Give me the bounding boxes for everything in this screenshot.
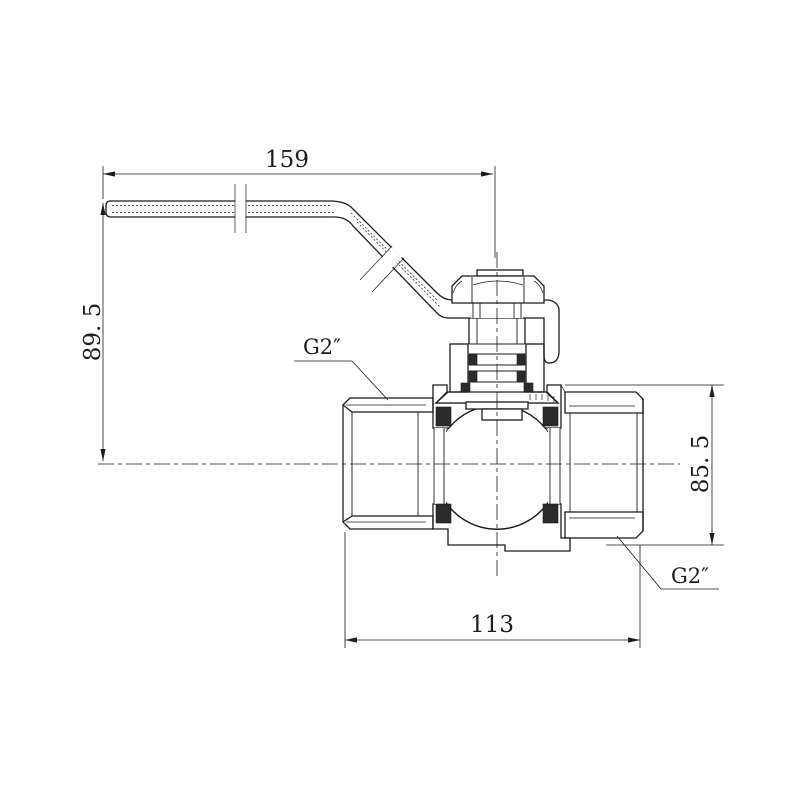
- nut-chamfer-arc-r: [533, 280, 544, 294]
- handle-outline: [105, 200, 560, 364]
- lever-handle: [105, 184, 560, 364]
- stem-seal-4: [516, 370, 526, 383]
- port-bottom-thread-label: G2″: [671, 564, 709, 588]
- left-seat-carrier: [434, 428, 446, 504]
- dim-handle-length-value: 159: [265, 147, 309, 173]
- right-port-top-wall: [564, 391, 644, 414]
- left-port-bottom-wall: [341, 515, 434, 530]
- handle-break-line-4: [371, 257, 405, 293]
- right-port-bottom-wall: [564, 511, 644, 539]
- nut-outline: [451, 275, 545, 304]
- gland-left: [449, 343, 469, 393]
- gland-right: [525, 343, 545, 393]
- seat-seal-top-left: [435, 406, 452, 427]
- handle-break-gap-2: [362, 247, 402, 289]
- handle-grip-line-diag-bottom: [356, 221, 441, 308]
- label-port-top: G2″: [294, 335, 389, 401]
- label-port-bottom: G2″: [616, 535, 719, 590]
- nut-chamfer-arc-l: [452, 280, 463, 294]
- bonnet-seal-left: [460, 382, 471, 393]
- hex-nut: [451, 269, 545, 304]
- dimension-body-length: 113: [344, 532, 641, 648]
- port-top-thread-label: G2″: [303, 335, 341, 359]
- seat-seal-bottom-right: [542, 503, 559, 524]
- bonnet-seal-right: [523, 382, 534, 393]
- dimension-body-height: 85. 5: [565, 384, 724, 546]
- dimension-handle-height: 89. 5: [80, 203, 106, 461]
- handle-break-gap: [235, 184, 246, 233]
- left-port-top-wall: [342, 397, 434, 413]
- nut-chamfer-arc: [472, 280, 524, 286]
- bonnet-thread-ticks: [529, 394, 555, 402]
- dimension-handle-length: 159: [102, 147, 496, 258]
- right-seat-carrier: [548, 428, 560, 504]
- center-lines: [98, 252, 680, 580]
- stem-seal-1: [468, 353, 478, 366]
- stem-seal-3: [468, 370, 478, 383]
- stem-seal-2: [516, 353, 526, 366]
- stem-washer: [476, 269, 524, 277]
- seat-seal-bottom-left: [435, 503, 452, 524]
- dim-body-length-value: 113: [470, 612, 514, 638]
- handle-break-line-3: [359, 245, 393, 281]
- body-step-line: [560, 384, 566, 393]
- dim-body-height-value: 85. 5: [688, 435, 714, 494]
- dim-handle-height-value: 89. 5: [80, 303, 106, 362]
- seat-seal-top-right: [542, 406, 559, 427]
- stem-tang: [481, 408, 523, 421]
